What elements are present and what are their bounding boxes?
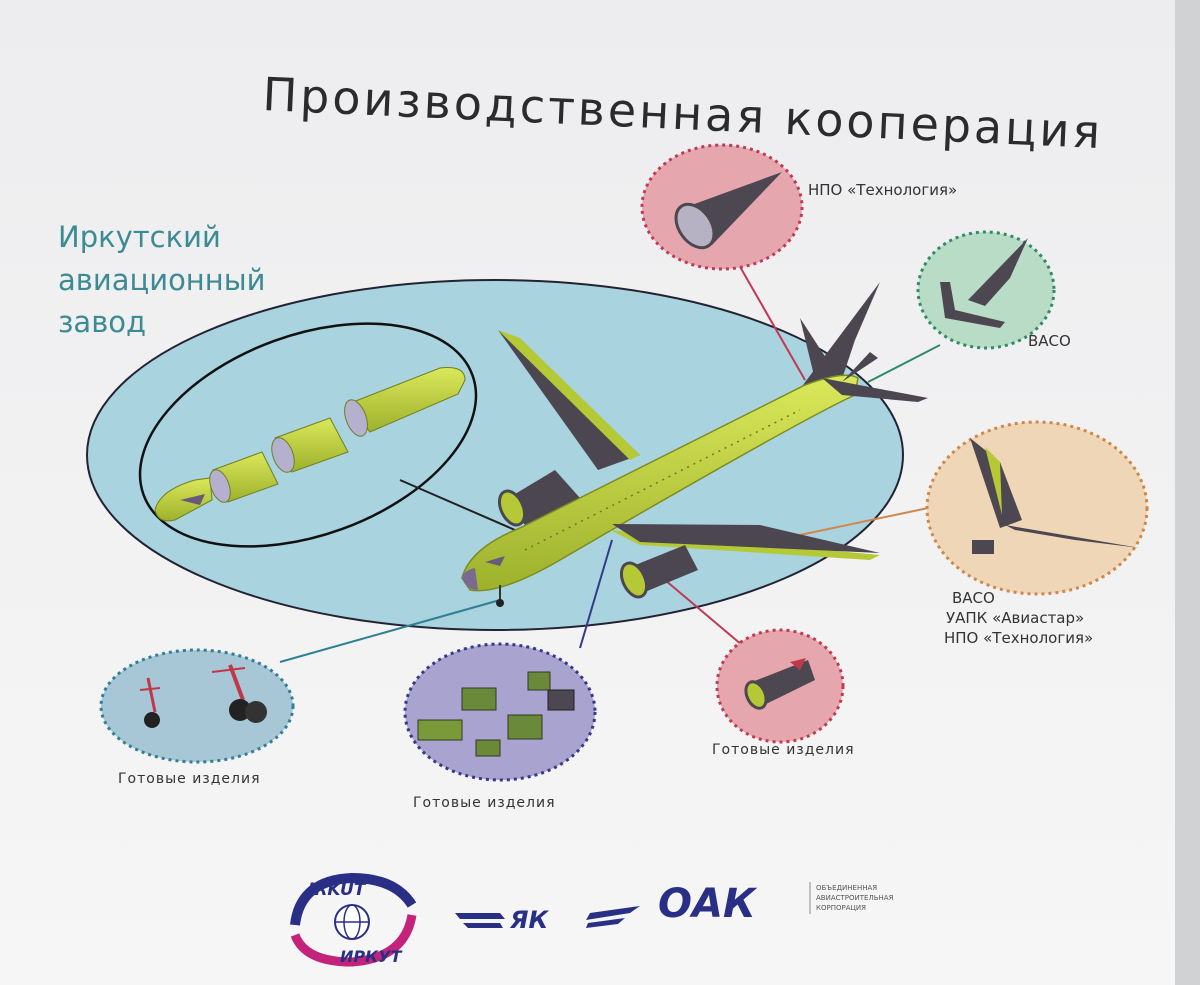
left-wing <box>498 330 640 470</box>
uac-logo: ОАК ОБЪЕДИНЕННАЯ АВИАСТРОИТЕЛЬНАЯ КОРПОР… <box>658 881 894 927</box>
irkut-logo: IRKUT ИРКУТ <box>290 872 417 967</box>
supplier-label-wing-3: НПО «Технология» <box>944 629 1093 647</box>
right-engine <box>619 545 698 599</box>
supplier-nose-fairing: НПО «Технология» <box>640 143 957 271</box>
section-3 <box>344 367 466 437</box>
plant-label-line2: авиационный <box>58 263 265 297</box>
supplier-label-wing-1: ВАСО <box>952 589 995 607</box>
nose-gear <box>496 585 504 607</box>
irkut-logo-latin: IRKUT <box>308 880 367 900</box>
uac-caption-2: АВИАСТРОИТЕЛЬНАЯ <box>816 894 894 902</box>
landing-gear-icon <box>139 664 267 728</box>
wing-box-icon <box>972 540 994 554</box>
plant-label-line3: завод <box>58 305 146 339</box>
supplier-label-wing-2: УАПК «Авиастар» <box>946 609 1084 627</box>
connector-lines <box>279 257 941 663</box>
supplier-engine: Готовые изделия <box>712 628 855 758</box>
irkut-logo-cyrillic: ИРКУТ <box>340 947 403 966</box>
avionics-boxes-icon <box>417 671 575 757</box>
supplier-label-gear: Готовые изделия <box>118 771 261 787</box>
yak-logo-text: ЯК <box>509 906 549 934</box>
uac-logo-text: ОАК <box>658 881 758 927</box>
section-2 <box>271 417 349 473</box>
horizontal-stabilizer <box>822 378 928 402</box>
supplier-landing-gear: Готовые изделия <box>99 648 295 787</box>
nose-cone <box>462 568 478 590</box>
fuselage-sections <box>154 367 466 522</box>
left-engine <box>497 470 580 527</box>
uac-caption-3: КОРПОРАЦИЯ <box>816 904 866 912</box>
supplier-wing: ВАСО УАПК «Авиастар» НПО «Технология» <box>925 420 1149 647</box>
uac-caption-1: ОБЪЕДИНЕННАЯ <box>816 884 877 892</box>
fuselage <box>461 374 859 592</box>
supplier-label-npo: НПО «Технология» <box>808 181 957 199</box>
aircraft <box>461 282 928 607</box>
supplier-label-vaso-tail: ВАСО <box>1028 332 1071 350</box>
yak-logo: ЯК <box>455 906 640 934</box>
supplier-avionics: Готовые изделия <box>403 642 597 811</box>
supplier-label-engine: Готовые изделия <box>712 742 855 758</box>
stand-edge <box>1175 0 1200 985</box>
supplier-tail: ВАСО <box>916 230 1071 350</box>
tail-part-icon <box>968 238 1028 306</box>
engine-part-icon <box>744 658 815 710</box>
supplier-label-avionics: Готовые изделия <box>413 795 556 811</box>
section-1 <box>209 451 279 503</box>
plant-label-line1: Иркутский <box>58 220 221 254</box>
